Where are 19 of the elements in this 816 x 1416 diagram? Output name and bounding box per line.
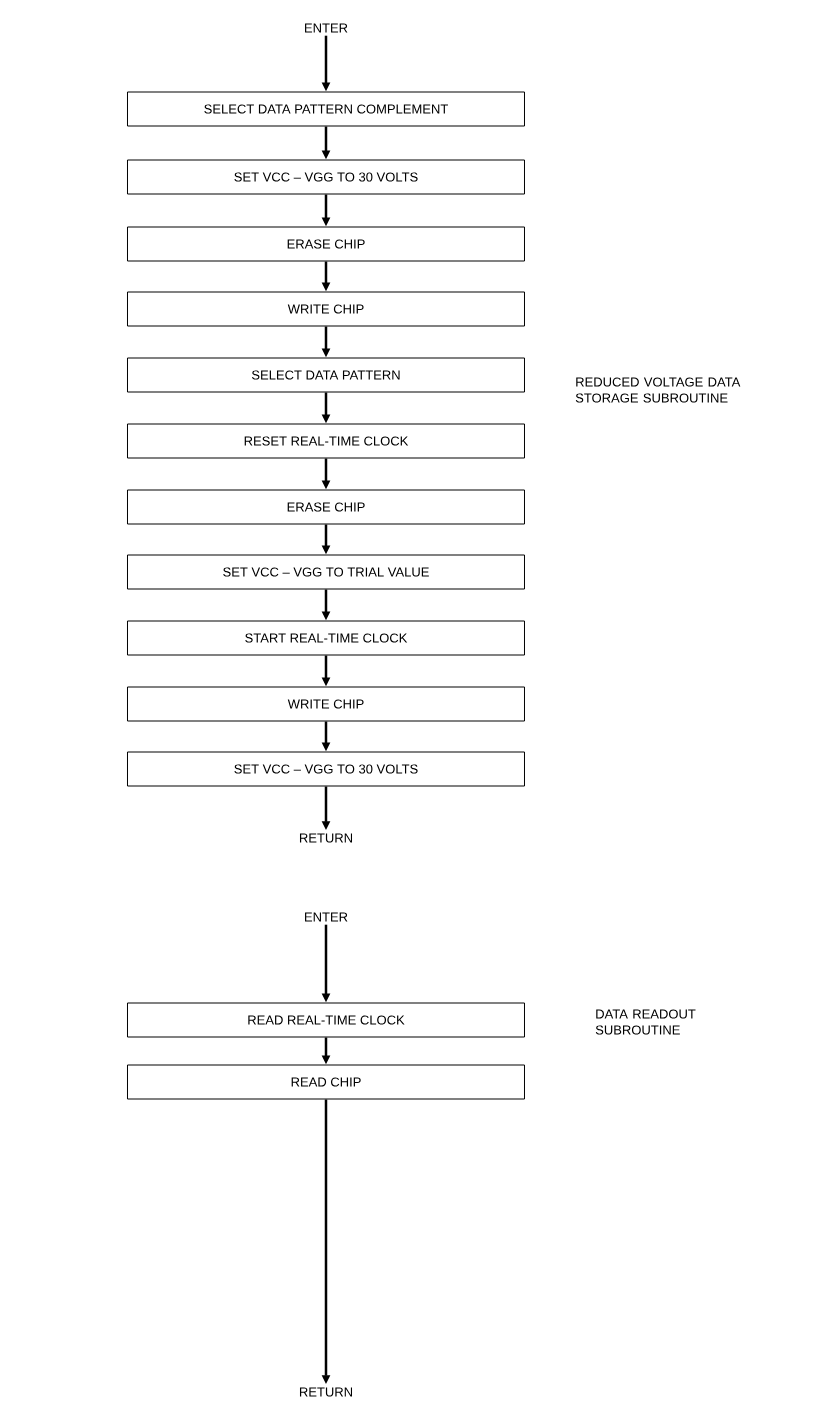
terminal-label: RETURN bbox=[300, 833, 352, 843]
process-box: READ REAL-TIME CLOCK bbox=[127, 1002, 525, 1038]
process-box: SET VCC – VGG TO TRIAL VALUE bbox=[127, 554, 525, 590]
process-box: READ CHIP bbox=[127, 1064, 525, 1100]
process-box: RESET REAL-TIME CLOCK bbox=[127, 423, 525, 459]
process-box: SET VCC – VGG TO 30 VOLTS bbox=[127, 159, 525, 195]
terminal-label: ENTER bbox=[305, 912, 348, 922]
subroutine-label: REDUCED VOLTAGE DATA STORAGE SUBROUTINE bbox=[575, 377, 741, 403]
process-box: SELECT DATA PATTERN bbox=[127, 357, 525, 393]
terminal-label: ENTER bbox=[305, 23, 348, 33]
process-box: ERASE CHIP bbox=[127, 226, 525, 262]
process-box: SET VCC – VGG TO 30 VOLTS bbox=[127, 751, 525, 787]
process-box: ERASE CHIP bbox=[127, 489, 525, 525]
process-box: START REAL-TIME CLOCK bbox=[127, 620, 525, 656]
process-box: SELECT DATA PATTERN COMPLEMENT bbox=[127, 91, 525, 127]
subroutine-label: DATA READOUT SUBROUTINE bbox=[595, 1009, 696, 1035]
terminal-label: RETURN bbox=[300, 1387, 352, 1397]
process-box: WRITE CHIP bbox=[127, 686, 525, 722]
process-box: WRITE CHIP bbox=[127, 291, 525, 327]
